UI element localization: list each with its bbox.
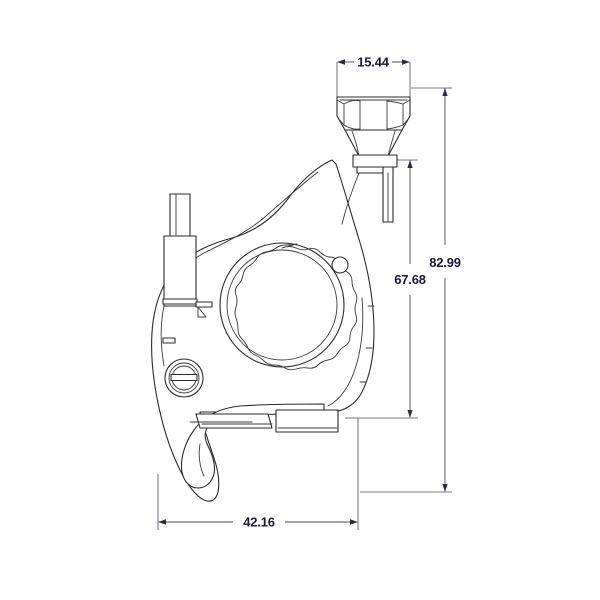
- arrowhead-left: [158, 519, 166, 525]
- pin-lower-stage: [163, 235, 197, 307]
- slotted-screw-head: [164, 358, 204, 398]
- tongue-plate-left: [195, 413, 273, 429]
- arrowhead-left: [337, 59, 345, 65]
- dimension-label-42-16: 42.16: [243, 515, 275, 530]
- screw-mid-circle: [168, 362, 200, 394]
- dimension-label-67-68: 67.68: [394, 272, 426, 287]
- pin-cross-arm: [195, 301, 213, 308]
- hex-nut-head: [336, 96, 411, 131]
- arrowhead-bottom: [407, 410, 413, 418]
- knob-knurl-scallops: [234, 243, 358, 371]
- base-mounting-plate: [189, 409, 339, 433]
- pin-collar-lower: [162, 337, 176, 344]
- arrowhead-bottom: [442, 484, 448, 492]
- arrowhead-top: [442, 88, 448, 96]
- dimension-42-16: 42.16: [157, 418, 359, 530]
- knob-inner-ring: [226, 249, 338, 361]
- hex-corner-hint-3: [343, 124, 361, 130]
- screw-outer-circle: [164, 358, 204, 398]
- tapered-neck: [344, 129, 403, 159]
- tongue-plate-right: [275, 409, 339, 433]
- body-inner-contour-right: [327, 297, 364, 407]
- bracket-top-flange: [352, 154, 398, 168]
- pin-collar-upper: [162, 298, 198, 305]
- main-body-outline: [151, 159, 375, 502]
- arrowhead-right: [350, 519, 358, 525]
- stepped-plunger-pin: [162, 193, 213, 344]
- dimension-82-99: 82.99: [360, 87, 461, 493]
- hex-corner-hint-2: [386, 100, 404, 105]
- pin-upper-stage: [169, 193, 191, 237]
- body-inner-contour-upper: [160, 171, 319, 367]
- small-through-hole: [331, 256, 349, 274]
- pin-gusset: [197, 306, 207, 318]
- hex-corner-hint-1: [343, 99, 361, 105]
- arrowhead-top: [407, 160, 413, 168]
- knob-outer-ring: [219, 242, 345, 368]
- dimension-label-15-44: 15.44: [357, 55, 390, 70]
- hex-left-chamfer: [336, 99, 345, 126]
- dimension-label-82-99: 82.99: [429, 255, 461, 270]
- dimension-67-68: 67.68: [345, 159, 426, 419]
- bracket-left-edge: [341, 172, 360, 225]
- knurled-adjustment-knob: [219, 242, 358, 371]
- part-geometry: [151, 96, 411, 502]
- claw-inner-relief: [198, 443, 205, 477]
- screw-slot: [170, 373, 198, 382]
- arrowhead-right: [402, 59, 410, 65]
- hex-corner-hint-4: [386, 124, 404, 130]
- hex-right-chamfer: [402, 99, 411, 126]
- dimension-15-44: 15.44: [336, 55, 411, 97]
- rectangular-stem-bracket: [341, 154, 398, 225]
